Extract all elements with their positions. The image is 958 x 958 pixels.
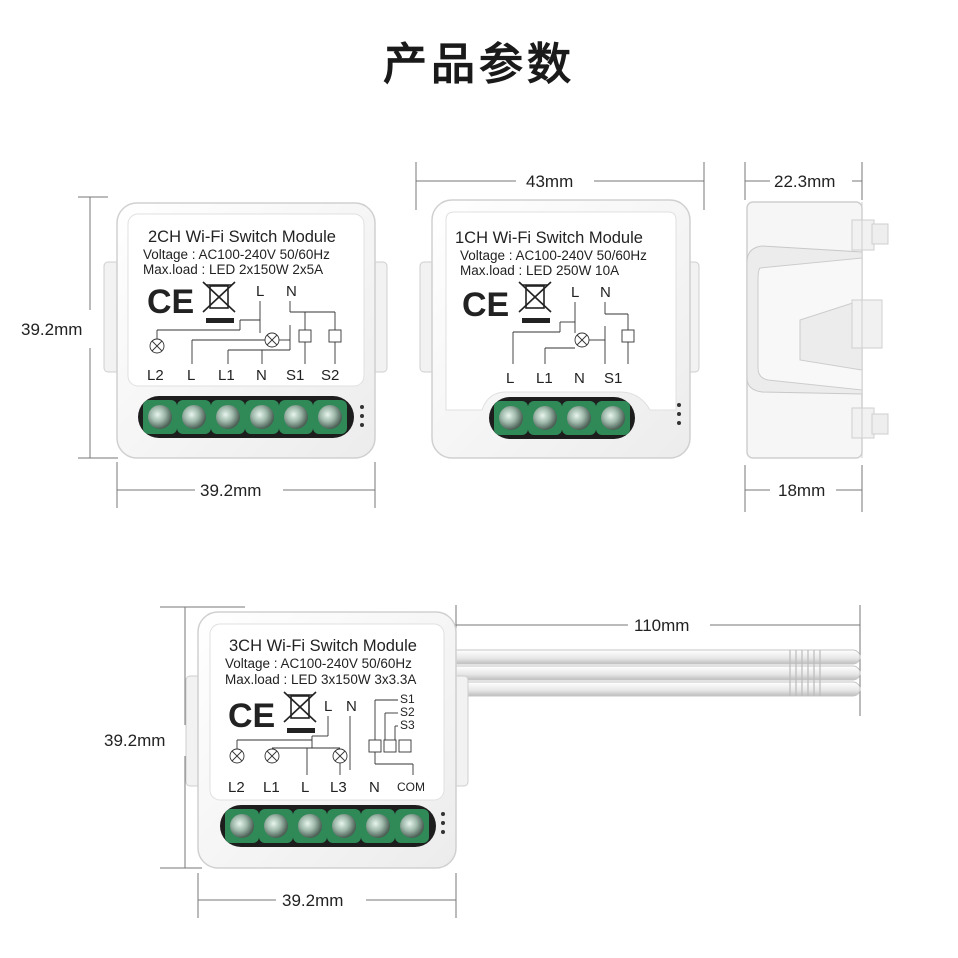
module-3ch-switch-s2: S2 xyxy=(400,705,415,719)
module-3ch-maxload: Max.load : LED 3x150W 3x3.3A xyxy=(225,672,416,687)
terminal-label: L3 xyxy=(330,779,347,796)
module-1ch-name: 1CH Wi-Fi Switch Module xyxy=(455,229,643,247)
module-2ch-name: 2CH Wi-Fi Switch Module xyxy=(148,228,336,246)
dim-cable-length: 110mm xyxy=(634,616,689,635)
module-3ch-name: 3CH Wi-Fi Switch Module xyxy=(229,637,417,655)
terminal-label: N xyxy=(256,367,267,384)
weee-bin-icon xyxy=(518,281,552,313)
terminal-label: L xyxy=(187,367,195,384)
module-2ch-voltage: Voltage : AC100-240V 50/60Hz xyxy=(143,247,330,262)
terminal-label: COM xyxy=(397,780,425,794)
terminal-screws xyxy=(143,400,347,434)
dimension-labels: 39.2mm 39.2mm 43mm 22.3mm 18mm 39.2mm 39… xyxy=(21,172,835,910)
module-3ch-ce-mark: CE xyxy=(228,697,275,735)
module-2ch-wiring xyxy=(149,301,342,364)
module-3ch-voltage: Voltage : AC100-240V 50/60Hz xyxy=(225,656,412,671)
module-1ch: 1CH Wi-Fi Switch Module Voltage : AC100-… xyxy=(419,199,700,459)
module-1ch-wiring xyxy=(512,302,635,364)
terminal-label: S1 xyxy=(604,370,622,387)
module-2ch-top-n: N xyxy=(286,283,297,300)
terminal-label: L1 xyxy=(536,370,553,387)
weee-bin-icon xyxy=(283,691,317,723)
terminal-label: L1 xyxy=(218,367,235,384)
terminal-label: S1 xyxy=(286,367,304,384)
module-3ch-terminal-labels: L2 L1 L L3 N COM xyxy=(228,779,425,796)
page-title: 产品参数 xyxy=(383,39,575,90)
indicator-dots xyxy=(441,812,445,834)
indicator-dots xyxy=(360,405,364,427)
module-1ch-top-l: L xyxy=(571,284,579,301)
module-3ch-switch-s3: S3 xyxy=(400,718,415,732)
indicator-dots xyxy=(677,403,681,425)
module-side-view xyxy=(746,201,889,459)
module-1ch-ce-mark: CE xyxy=(462,286,509,324)
terminal-label: N xyxy=(574,370,585,387)
dim-2ch-height: 39.2mm xyxy=(21,320,82,339)
module-1ch-voltage: Voltage : AC100-240V 50/60Hz xyxy=(460,248,647,263)
module-3ch: 3CH Wi-Fi Switch Module Voltage : AC100-… xyxy=(185,611,469,869)
terminal-label: L2 xyxy=(228,779,245,796)
module-3ch-switch-s1: S1 xyxy=(400,692,415,706)
module-1ch-top-n: N xyxy=(600,284,611,301)
module-3ch-top-l: L xyxy=(324,698,332,715)
module-2ch-maxload: Max.load : LED 2x150W 2x5A xyxy=(143,262,323,277)
dim-side-top: 22.3mm xyxy=(774,172,835,191)
terminal-screws xyxy=(494,401,630,435)
module-2ch-top-l: L xyxy=(256,283,264,300)
dimension-lines xyxy=(78,162,863,918)
terminal-label: L xyxy=(301,779,309,796)
weee-bin-icon xyxy=(202,281,236,313)
terminal-label: L1 xyxy=(263,779,280,796)
terminal-label: L xyxy=(506,370,514,387)
module-2ch-ce-mark: CE xyxy=(147,283,194,321)
dim-3ch-width: 39.2mm xyxy=(282,891,343,910)
module-1ch-maxload: Max.load : LED 250W 10A xyxy=(460,263,619,278)
dim-side-bottom: 18mm xyxy=(778,481,825,500)
dim-2ch-width: 39.2mm xyxy=(200,481,261,500)
module-3ch-wiring xyxy=(229,699,414,775)
module-1ch-terminal-labels: L L1 N S1 xyxy=(506,370,622,387)
module-3ch-top-n: N xyxy=(346,698,357,715)
cable-bundle xyxy=(449,649,861,697)
terminal-label: N xyxy=(369,779,380,796)
module-2ch: 2CH Wi-Fi Switch Module Voltage : AC100-… xyxy=(103,202,388,459)
terminal-label: L2 xyxy=(147,367,164,384)
dim-3ch-height: 39.2mm xyxy=(104,731,165,750)
terminal-screws xyxy=(225,809,429,843)
terminal-label: S2 xyxy=(321,367,339,384)
module-2ch-terminal-labels: L2 L L1 N S1 S2 xyxy=(147,367,339,384)
dim-1ch-width: 43mm xyxy=(526,172,573,191)
